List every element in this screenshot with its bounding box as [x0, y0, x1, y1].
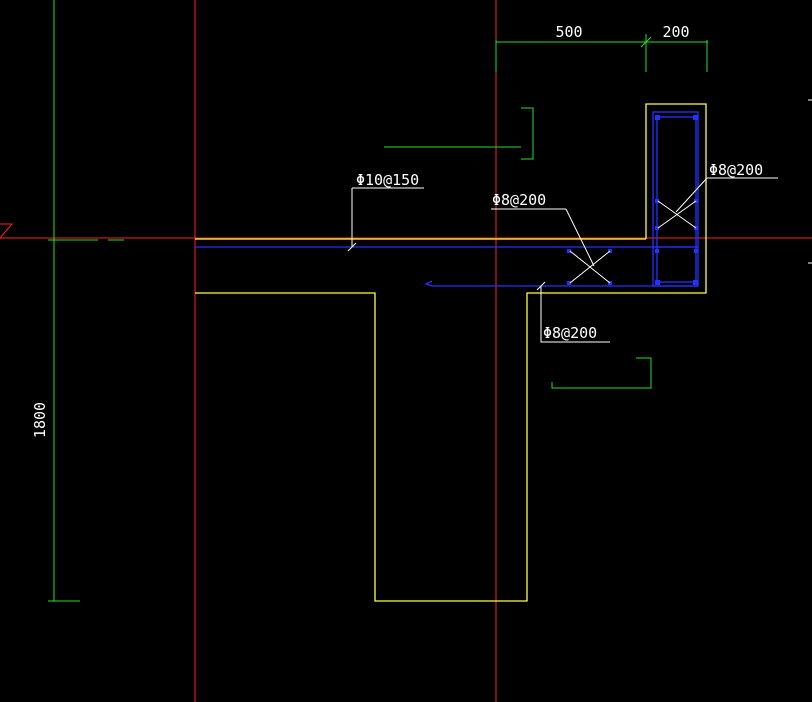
rebar-dot [693, 115, 698, 120]
tie-cross-2 [569, 250, 611, 284]
upstand-outline [195, 103, 707, 602]
rebar-dot [693, 280, 698, 285]
axis-marker-left [0, 223, 14, 239]
rebar-label-wall-tie: Φ8@200 [709, 161, 763, 179]
rebar-dot [694, 249, 698, 253]
leader-wall-tie [675, 177, 708, 213]
leader-slab-main-tick [347, 242, 357, 252]
rebar-dot [567, 249, 571, 253]
leader-lines [347, 177, 778, 343]
rebar-label-slab-main: Φ10@150 [356, 171, 419, 189]
leader-bottom-tie [540, 286, 610, 343]
rebar-stirrup-inner [656, 116, 697, 283]
leader-hook-bottom [551, 357, 652, 389]
rebar-dot [655, 226, 659, 230]
leader-slab-tie [565, 208, 595, 267]
dim-top-tick-2 [640, 36, 652, 48]
rebar [195, 111, 699, 287]
concrete-outline [195, 103, 707, 602]
rebar-dot [655, 115, 660, 120]
rebar-slab-bottom [424, 280, 698, 287]
rebar-dots [567, 115, 698, 285]
rebar-dot [655, 199, 659, 203]
leader-hook-top [521, 107, 534, 160]
dim-label-500: 500 [555, 23, 582, 41]
rebar-label-slab-tie: Φ8@200 [492, 191, 546, 209]
rebar-stirrup-outer [652, 111, 699, 287]
dim-label-200: 200 [662, 23, 689, 41]
dimension-lines [48, 0, 708, 602]
rebar-dot [655, 280, 660, 285]
wall-tie-cross-2 [657, 200, 697, 229]
dim-label-1800: 1800 [31, 402, 49, 438]
leader-bottom-tie-tick [536, 281, 546, 291]
rebar-dot [567, 281, 571, 285]
rebar-dot [655, 249, 659, 253]
rebar-label-bottom-tie: Φ8@200 [543, 324, 597, 342]
